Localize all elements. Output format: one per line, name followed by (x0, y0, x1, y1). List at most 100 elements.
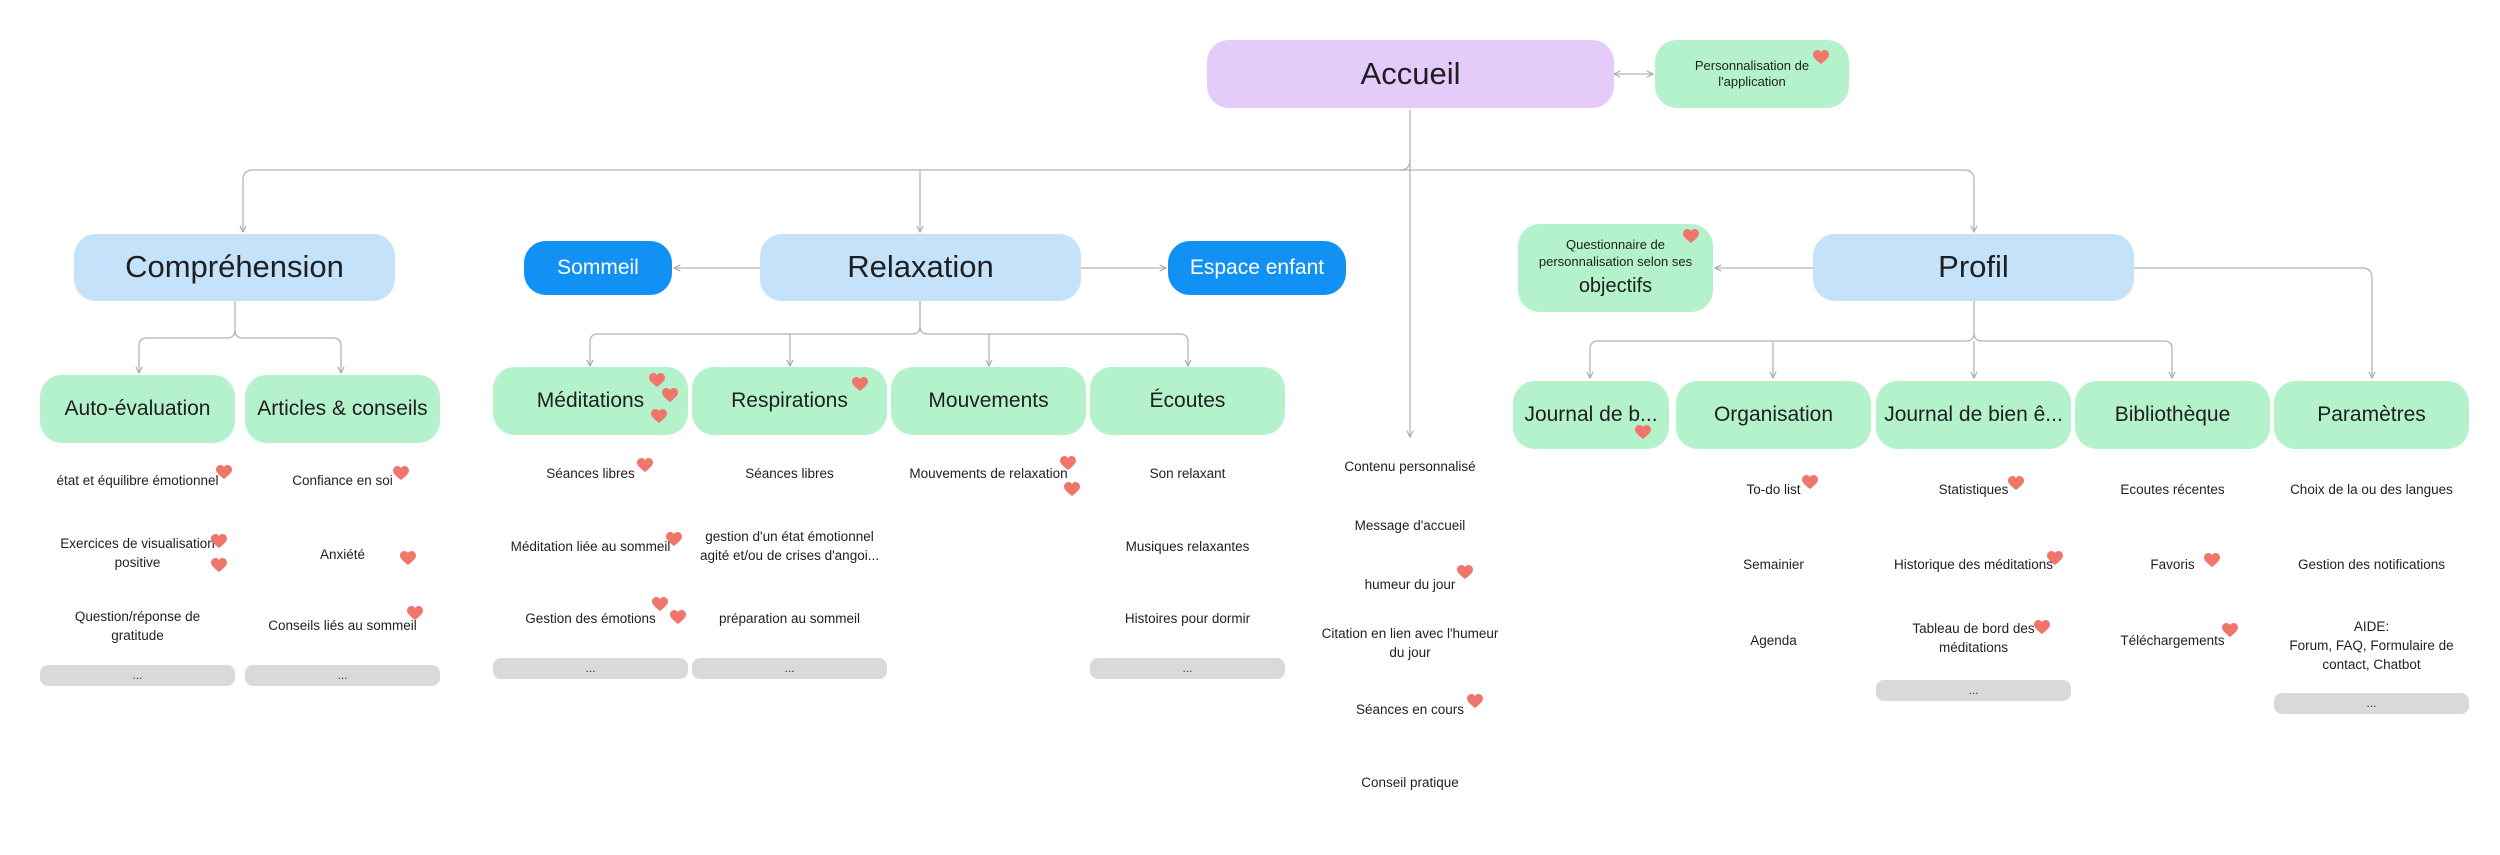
ecoutes-node[interactable]: Écoutes (1090, 367, 1285, 435)
journal-bien-etre-node[interactable]: Journal de bien ê... (1876, 381, 2071, 449)
list-item: Téléchargements (2120, 633, 2225, 648)
list-item: préparation au sommeil (718, 611, 861, 626)
aide-block: AIDE: Forum, FAQ, Formulaire de contact,… (2289, 618, 2454, 675)
heart-icon (2047, 551, 2063, 565)
heart-icon (637, 458, 653, 472)
aide-title: AIDE: (2353, 619, 2390, 634)
articles-conseils-node[interactable]: Articles & conseils (245, 375, 440, 443)
heart-icon (662, 388, 678, 402)
list-item: Conseils liés au sommeil (268, 618, 417, 633)
list-item: Séances libres (745, 466, 834, 481)
heart-icon (211, 534, 227, 548)
bibliotheque-label: Bibliothèque (2114, 402, 2231, 426)
organisation-node[interactable]: Organisation (1676, 381, 1871, 449)
heart-icon (1457, 565, 1473, 579)
mouvements-label: Mouvements (928, 388, 1049, 412)
heart-icon (211, 558, 227, 572)
accueil-content-item: Contenu personnalisé (1344, 459, 1476, 474)
comprehension-label: Compréhension (125, 249, 344, 285)
organisation-label: Organisation (1713, 402, 1834, 426)
heart-icon (400, 551, 416, 565)
list-item: To-do list (1746, 482, 1801, 497)
heart-icon (216, 465, 232, 479)
more-button[interactable]: ... (245, 665, 440, 686)
bibliotheque-node[interactable]: Bibliothèque (2075, 381, 2270, 449)
list-item: Confiance en soi (292, 473, 393, 488)
heart-icon (1060, 456, 1076, 470)
profil-label: Profil (1938, 249, 2009, 285)
heart-icon (852, 377, 868, 391)
accueil-content-item: Message d'accueil (1354, 518, 1466, 533)
more-button[interactable]: ... (2274, 693, 2469, 714)
list-item: Semainier (1743, 557, 1804, 572)
more-button[interactable]: ... (1876, 680, 2071, 701)
list-item: Statistiques (1938, 482, 2009, 497)
list-item: Anxiété (319, 547, 366, 562)
list-item: Gestion des émotions (525, 611, 656, 626)
heart-icon (393, 466, 409, 480)
espace-enfant-node[interactable]: Espace enfant (1168, 241, 1346, 295)
list-item: Tableau de bord des méditations (1912, 621, 2035, 655)
list-item: Séances libres (546, 466, 635, 481)
accueil-content-item: Citation en lien avec l'humeur du jour (1321, 626, 1499, 660)
heart-icon (670, 610, 686, 624)
list-item: Son relaxant (1149, 466, 1226, 481)
more-button[interactable]: ... (1090, 658, 1285, 679)
list-item: Choix de la ou des langues (2290, 482, 2453, 497)
list-item: état et équilibre émotionnel (56, 473, 219, 488)
accueil-content-item: Séances en cours (1355, 702, 1465, 717)
heart-icon (2034, 620, 2050, 634)
sommeil-label: Sommeil (557, 255, 639, 279)
more-button[interactable]: ... (493, 658, 688, 679)
sommeil-node[interactable]: Sommeil (524, 241, 672, 295)
questionnaire-node[interactable]: Questionnaire de personnalisation selon … (1518, 224, 1713, 312)
comprehension-node[interactable]: Compréhension (74, 234, 395, 301)
aide-body: Forum, FAQ, Formulaire de contact, Chatb… (2289, 637, 2454, 672)
relaxation-node[interactable]: Relaxation (760, 234, 1081, 301)
list-item: Historique des méditations (1893, 557, 2054, 572)
list-item: Question/réponse de gratitude (74, 609, 201, 643)
heart-icon (652, 597, 668, 611)
profil-node[interactable]: Profil (1813, 234, 2134, 301)
list-item: Méditation liée au sommeil (510, 539, 671, 554)
espace-enfant-label: Espace enfant (1189, 255, 1325, 279)
heart-icon (2204, 553, 2220, 567)
heart-icon (1813, 50, 1829, 64)
list-item: Musiques relaxantes (1125, 539, 1250, 554)
heart-icon (2222, 623, 2238, 637)
articles-conseils-label: Articles & conseils (257, 396, 428, 420)
heart-icon (649, 373, 665, 387)
mouvements-node[interactable]: Mouvements (891, 367, 1086, 435)
list-item: Ecoutes récentes (2120, 482, 2225, 497)
journal-bien-etre-label: Journal de bien ê... (1884, 402, 2063, 426)
questionnaire-line1: Questionnaire de personnalisation selon … (1538, 237, 1693, 269)
accueil-content-item: humeur du jour (1364, 577, 1456, 592)
personnalisation-label: Personnalisation de l'application (1694, 57, 1810, 89)
heart-icon (1064, 482, 1080, 496)
auto-evaluation-label: Auto-évaluation (64, 396, 211, 420)
meditations-label: Méditations (536, 388, 645, 412)
heart-icon (651, 409, 667, 423)
list-item: gestion d'un état émotionnel agité et/ou… (700, 529, 879, 563)
auto-evaluation-node[interactable]: Auto-évaluation (40, 375, 235, 443)
heart-icon (1683, 229, 1699, 243)
heart-icon (2008, 476, 2024, 490)
list-item: Agenda (1750, 633, 1797, 648)
parametres-node[interactable]: Paramètres (2274, 381, 2469, 449)
relaxation-label: Relaxation (847, 249, 994, 285)
ecoutes-label: Écoutes (1149, 388, 1226, 412)
parametres-label: Paramètres (2317, 402, 2426, 426)
more-button[interactable]: ... (40, 665, 235, 686)
accueil-node[interactable]: Accueil (1207, 40, 1614, 108)
heart-icon (1802, 475, 1818, 489)
heart-icon (1635, 425, 1651, 439)
list-item: Favoris (2150, 557, 2195, 572)
questionnaire-line2: objectifs (1578, 274, 1653, 297)
more-button[interactable]: ... (692, 658, 887, 679)
heart-icon (1467, 694, 1483, 708)
list-item: Mouvements de relaxation (909, 466, 1068, 481)
heart-icon (407, 606, 423, 620)
heart-icon (666, 532, 682, 546)
list-item: Histoires pour dormir (1124, 611, 1251, 626)
